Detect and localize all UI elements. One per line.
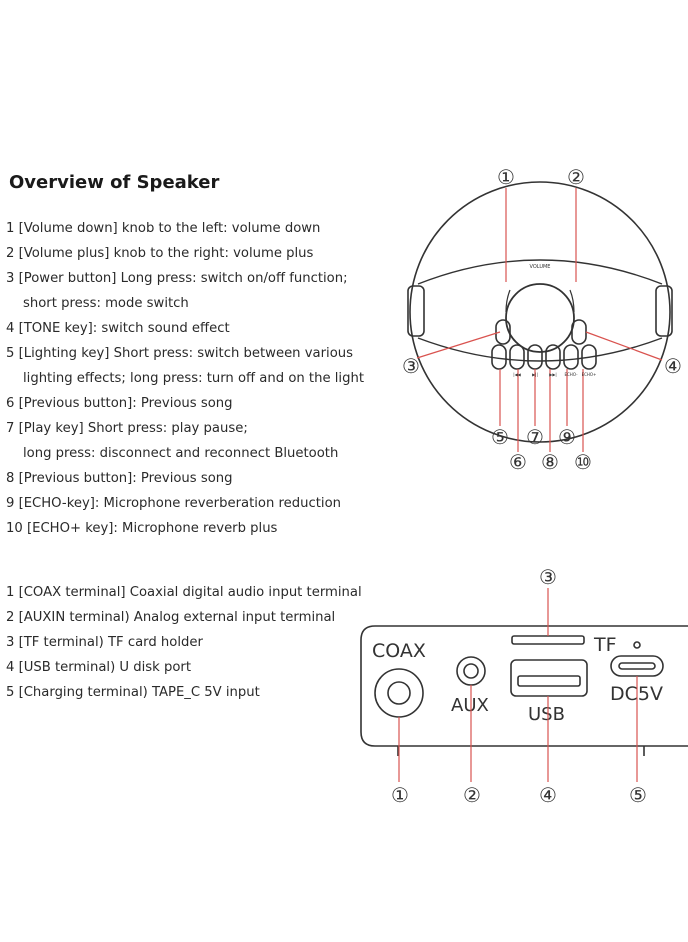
previous-button[interactable] [509,344,525,370]
callout-10: ⑩ [574,450,592,474]
callout-9: ⑨ [558,425,576,449]
volume-knob[interactable] [505,283,575,353]
grip-left [407,285,425,337]
callout-8: ⑧ [541,450,559,474]
handle-top [417,259,663,285]
prev-mark: |◀◀ [513,372,521,377]
echo-minus-mark: ECHO- [564,372,578,377]
list-item: 7 [Play key] Short press: play pause; [6,421,248,436]
list-item: 2 [AUXIN terminal) Analog external input… [6,610,336,625]
power-button[interactable] [495,319,511,345]
list-item: 5 [Lighting key] Short press: switch bet… [6,346,353,361]
coax-label: COAX [372,640,426,662]
lighting-button[interactable] [491,344,507,370]
callout-4: ④ [664,354,682,378]
callout-2: ② [567,165,585,189]
list-item: 2 [Volume plus] knob to the right: volum… [6,246,314,261]
list-item: 1 [Volume down] knob to the left: volume… [6,221,321,236]
callout-1: ① [497,165,515,189]
echo-plus-button[interactable] [581,344,597,370]
list-item: 10 [ECHO+ key]: Microphone reverb plus [6,521,278,536]
list-item: 1 [COAX terminal] Coaxial digital audio … [6,585,362,600]
indicator-led [633,641,641,649]
usb-label: USB [528,704,565,725]
port-callout-1: ① [391,783,409,807]
port-callout-5: ⑤ [629,783,647,807]
callout-7: ⑦ [526,425,544,449]
list-item: 4 [USB terminal) U disk port [6,660,192,675]
aux-port[interactable] [456,656,486,686]
callout-3: ③ [402,354,420,378]
speaker-body [409,181,671,443]
handle-bottom [417,337,663,362]
knob-label: VOLUME [530,264,551,270]
list-item: 5 [Charging terminal) TAPE_C 5V input [6,685,260,700]
list-item: 4 [TONE key]: switch sound effect [6,321,230,336]
list-item: 3 [Power button] Long press: switch on/o… [6,271,348,286]
next-button[interactable] [545,344,561,370]
callout-6: ⑥ [509,450,527,474]
play-button[interactable] [527,344,543,370]
next-mark: ▶▶| [549,372,557,377]
speaker-feature-list: 1 [Volume down] knob to the left: volume… [6,216,406,541]
list-item: 6 [Previous button]: Previous song [6,396,233,411]
list-item: short press: mode switch [23,296,189,311]
port-feature-list: 1 [COAX terminal] Coaxial digital audio … [6,580,406,705]
list-item: long press: disconnect and reconnect Blu… [23,446,339,461]
list-item: 8 [Previous button]: Previous song [6,471,233,486]
coax-port[interactable] [374,668,424,718]
echo-minus-button[interactable] [563,344,579,370]
port-callout-4: ④ [539,783,557,807]
page-title: Overview of Speaker [9,172,220,193]
list-item: 9 [ECHO-key]: Microphone reverberation r… [6,496,342,511]
play-mark: ▶|| [532,372,538,377]
tf-slot[interactable] [511,635,585,645]
list-item: 3 [TF terminal) TF card holder [6,635,203,650]
port-callout-3: ③ [539,565,557,589]
tf-label: TF [593,634,617,656]
callout-5: ⑤ [491,425,509,449]
usb-port[interactable] [510,659,588,697]
port-panel [360,625,688,756]
aux-label: AUX [451,695,489,716]
grip-right [655,285,673,337]
list-item: lighting effects; long press: turn off a… [23,371,364,386]
port-callout-2: ② [463,783,481,807]
echo-plus-mark: ECHO+ [582,372,597,377]
